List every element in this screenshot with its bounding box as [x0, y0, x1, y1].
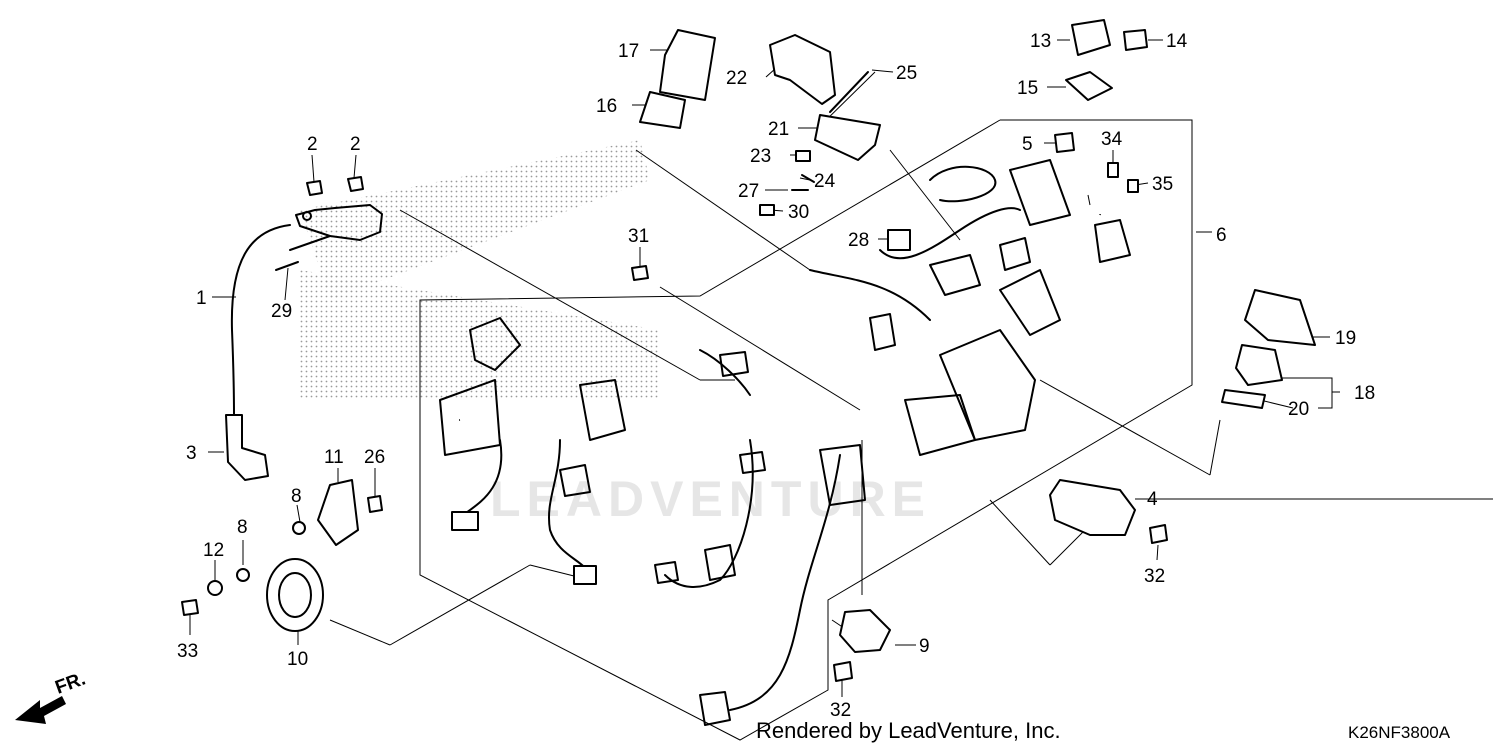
callout-19: 19: [1335, 328, 1356, 349]
horn-part: [266, 558, 324, 632]
callout-6: 6: [1216, 225, 1227, 246]
callout-10: 10: [287, 649, 308, 670]
callout-2: 2: [307, 134, 318, 155]
horn-inner: [278, 572, 312, 618]
callout-26: 26: [364, 447, 385, 468]
callout-21: 21: [768, 119, 789, 140]
dotted-shading-area: [300, 270, 660, 400]
callout-17: 17: [618, 41, 639, 62]
callout-18: 18: [1354, 383, 1375, 404]
washer-part: [236, 568, 250, 582]
washer-part: [292, 521, 306, 535]
callout-20: 20: [1288, 399, 1309, 420]
cover-part: [1049, 479, 1136, 536]
front-direction-arrow: FR.: [15, 668, 88, 724]
callout-31: 31: [628, 226, 649, 247]
callout-labels: 1 2 2 3 4 5 6 8 8 9 10 11 12 13 14 15 16…: [177, 31, 1375, 721]
bolt-part: [367, 495, 383, 513]
callout-28: 28: [848, 230, 869, 251]
callout-22: 22: [726, 68, 747, 89]
callout-11: 11: [324, 447, 344, 468]
callout-16: 16: [596, 96, 617, 117]
harness-group-outline: [419, 119, 1193, 741]
nut-part: [275, 176, 364, 271]
callout-8: 8: [237, 517, 248, 538]
callout-30: 30: [788, 202, 809, 223]
callout-14: 14: [1166, 31, 1188, 52]
bracket-part: [317, 479, 359, 546]
callout-23: 23: [750, 146, 771, 167]
wire-harness: [439, 159, 1131, 726]
callout-25: 25: [896, 63, 917, 84]
callout-2: 2: [350, 134, 361, 155]
render-credit: Rendered by LeadVenture, Inc.: [756, 718, 1061, 743]
relay-parts: [631, 29, 911, 281]
callout-12: 12: [203, 540, 224, 561]
cover-part: [1244, 289, 1316, 346]
callout-15: 15: [1017, 78, 1038, 99]
callout-4: 4: [1147, 489, 1158, 510]
callout-8: 8: [291, 486, 302, 507]
callout-1: 1: [196, 288, 207, 309]
callout-5: 5: [1022, 134, 1033, 155]
callout-32: 32: [830, 700, 851, 721]
callout-27: 27: [738, 181, 759, 202]
diagram-code: K26NF3800A: [1348, 723, 1451, 742]
callout-34: 34: [1101, 129, 1123, 150]
bolt-part: [833, 661, 853, 682]
front-direction-label: FR.: [53, 668, 89, 698]
sensor-part: [839, 609, 891, 653]
callout-32: 32: [1144, 566, 1165, 587]
switch-part: [1235, 344, 1283, 386]
bolt-part: [1149, 524, 1168, 544]
ignition-coil-part: [225, 204, 383, 481]
callout-35: 35: [1152, 174, 1173, 195]
callout-33: 33: [177, 641, 198, 662]
seal-part: [1221, 389, 1266, 409]
callout-9: 9: [919, 636, 930, 657]
callout-13: 13: [1030, 31, 1051, 52]
collar-part: [207, 580, 223, 596]
callout-3: 3: [186, 443, 197, 464]
fuse-relay-parts: [1054, 19, 1148, 193]
callout-24: 24: [814, 171, 836, 192]
callout-29: 29: [271, 301, 292, 322]
dotted-shading-area: [300, 140, 650, 300]
bolt-part: [181, 599, 199, 616]
